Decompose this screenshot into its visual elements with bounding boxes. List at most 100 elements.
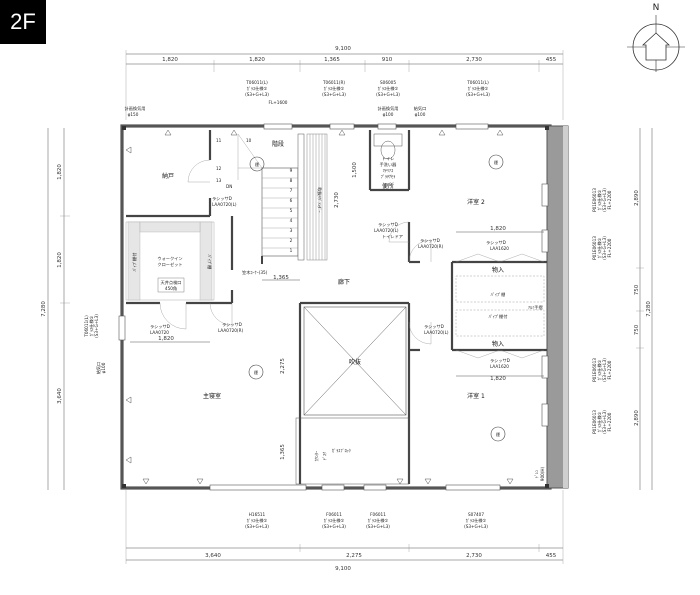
dim-bottom-seg-1: 3,640 [205, 553, 221, 559]
door-wic-name: ラシッサD [150, 324, 170, 330]
dim-inner-1820b: 1,820 [158, 336, 174, 342]
window-bottom-4-model: S07407 [468, 512, 484, 517]
window-top-2-model: T06011(R) [322, 80, 345, 85]
windows-right: P01E06013 ｶﾞﾗｽ仕様① (S3+G+L3) FL+2200 P01E… [592, 188, 612, 434]
windows-bottom: H16511 ｶﾞﾗｽ仕様① (S3+G+L3) F06011 ｶﾞﾗｽ仕様① … [245, 512, 488, 529]
western-room-1: 洋室 1 煙 ラシッサD LAA0720(L) ラシッサD LAA1620 1,… [408, 321, 545, 481]
stair-step-11: 11 [216, 138, 222, 143]
dim-left-total: 7,280 [41, 301, 47, 317]
room-master: 主寝室 [203, 392, 221, 400]
window-top-2-spec: ｶﾞﾗｽ仕様① [324, 85, 345, 92]
window-right-4-fl: FL+2200 [607, 412, 612, 431]
void-glass-note: ｶﾞﾗｽﾌﾞﾛｯｸ [332, 448, 351, 454]
dim-left-seg-1: 1,820 [57, 164, 63, 180]
smoke-detector-w2 [488, 154, 504, 170]
toilet-fixture-b: 手洗い器 [380, 161, 398, 168]
smoke-mark-stairs: 煙 [255, 161, 260, 168]
smoke-mark-w1: 煙 [496, 431, 501, 438]
void-counter-b: ﾃﾞｽｸ [322, 452, 328, 460]
window-top-2-code: (S3+G+L3) [322, 92, 346, 97]
smoke-detector-stairs [249, 156, 265, 172]
closet-b-pipe: ﾊﾟｲﾌﾟ棚付 [489, 313, 508, 320]
dim-right-seg-4: 2,890 [634, 410, 640, 426]
vent-a-size: φ150 [128, 112, 139, 117]
toilet-fixture-c: ﾏﾃﾘｱｽ [383, 168, 393, 174]
vent-left: 給気口 φ100 [95, 362, 106, 375]
window-right-3-model: P01E06013 [592, 358, 597, 382]
staircase: 9 8 7 6 5 4 3 2 1 10 11 12 13 DN 階段 吹抜ﾘｳ… [216, 133, 328, 281]
master-bedroom: 主寝室 煙 ラシッサD LAA0720(R) 1,820 [130, 302, 264, 400]
smoke-mark-w2: 煙 [494, 159, 499, 166]
dimension-bottom: 3,640 2,275 2,730 455 9,100 [125, 490, 564, 572]
window-bottom-4-code: (S3+G+L3) [464, 524, 488, 529]
dim-top-total: 9,100 [335, 46, 351, 52]
window-right-3-fl: FL+2200 [607, 360, 612, 379]
door-w1-closet-code: LAA1620 [490, 364, 509, 369]
window-bottom-3-model: F06011 [370, 512, 386, 517]
dim-left-seg-2: 1,820 [57, 252, 63, 268]
door-toilet-name: ラシッサD [378, 222, 398, 228]
window-bottom-1-spec: ｶﾞﾗｽ仕様① [247, 517, 268, 524]
window-top-3-code: (S3+G+L3) [376, 92, 400, 97]
vent-b-size: φ100 [383, 112, 394, 117]
window-bottom-2-code: (S3+G+L3) [322, 524, 346, 529]
window-right-2-model: P01E06013 [592, 236, 597, 260]
vent-c-size: φ100 [415, 112, 426, 117]
dim-bottom-seg-3: 2,730 [466, 553, 482, 559]
window-left-code: (S3+G+L3) [94, 314, 99, 338]
void-counter-a: ｶｳﾝﾀｰ [314, 451, 320, 461]
storage-room: 納戸 ラシッサD LAA0720(L) [162, 159, 237, 207]
window-bottom-1-model: H16511 [249, 512, 266, 517]
balcony-drain: ﾄﾞﾚﾝ [534, 470, 539, 478]
door-storage-code: LAA0720(L) [212, 202, 237, 207]
room-wic-line1: ウォークイン [157, 255, 182, 262]
door-toilet-extra: トイレドア [382, 234, 403, 240]
western-room-2: 洋室 2 煙 ラシッサD LAA0720(R) ラシッサD LAA1620 1,… [408, 154, 545, 263]
railing-note: 笠木ｺｰﾅｰ(35) [242, 269, 268, 276]
window-right-2-fl: FL+2200 [607, 238, 612, 257]
door-master-name: ラシッサD [222, 322, 242, 328]
wic-access-note-a: 天井点検口 [161, 279, 182, 286]
door-w1-closet-name: ラシッサD [490, 358, 510, 364]
dim-inner-1365v: 1,365 [280, 444, 286, 460]
room-western2: 洋室 2 [467, 198, 485, 206]
closet-wall-note: ｱﾙﾐ手摺 [528, 304, 543, 311]
door-storage-name: ラシッサD [212, 196, 232, 202]
window-bottom-3-spec: ｶﾞﾗｽ仕様① [368, 517, 389, 524]
window-right-1-fl: FL+2200 [607, 190, 612, 209]
window-right-2-code: (S3+G+L3) [602, 236, 607, 260]
window-bottom-4-spec: ｶﾞﾗｽ仕様① [466, 517, 487, 524]
annotation-fl1600: FL+1600 [269, 100, 288, 105]
window-top-4-code: (S3+G+L3) [466, 92, 490, 97]
toilet-fixture-d: ﾌﾟﾗﾁﾅｾﾗ [381, 173, 396, 180]
windows-top: T06011(L) ｶﾞﾗｽ仕様① (S3+G+L3) FL+1600 T060… [125, 80, 491, 117]
dim-inner-2730: 2,730 [334, 192, 340, 208]
window-right-1-spec: ｶﾞﾗｽ仕様① [596, 190, 603, 211]
stair-step-6: 6 [290, 198, 293, 203]
hallway: 廊下 [338, 278, 350, 286]
room-void: 吹抜 [349, 358, 361, 366]
closet-a-pipe: ﾊﾟｲﾌﾟ棚 [491, 291, 506, 298]
window-top-4-model: T06011(L) [466, 80, 489, 85]
room-wic-line2: クローゼット [157, 261, 182, 268]
dim-top-seg-4: 910 [382, 57, 393, 63]
floor-label: 2F [10, 9, 36, 34]
door-master-code: LAA0720(R) [218, 328, 243, 333]
vent-a-label: 計画換気用 [125, 105, 146, 112]
dim-right-seg-1: 2,890 [634, 190, 640, 206]
window-top-4-spec: ｶﾞﾗｽ仕様① [468, 85, 489, 92]
vent-left-size: φ100 [101, 362, 106, 373]
stair-step-5: 5 [290, 208, 293, 213]
window-top-1-code: (S3+G+L3) [245, 92, 269, 97]
dim-inner-1500: 1,500 [352, 162, 358, 178]
room-closet-b: 物入 [492, 340, 504, 348]
door-toilet-code: LAA0720(L) [374, 228, 399, 233]
stair-step-7: 7 [290, 188, 293, 193]
wic-shelf-left: ﾊﾟｲﾌﾟ棚付 [131, 253, 138, 272]
room-closet-a: 物入 [492, 266, 504, 274]
dim-top-seg-6: 455 [546, 57, 557, 63]
vent-b-label: 計画換気用 [378, 105, 399, 112]
stair-void-note: 吹抜ﾘｳﾞｧﾝﾀﾞｰ [316, 187, 323, 212]
window-left: T06011(L) ｶﾞﾗｽ仕様① (S3+G+L3) [84, 314, 99, 338]
